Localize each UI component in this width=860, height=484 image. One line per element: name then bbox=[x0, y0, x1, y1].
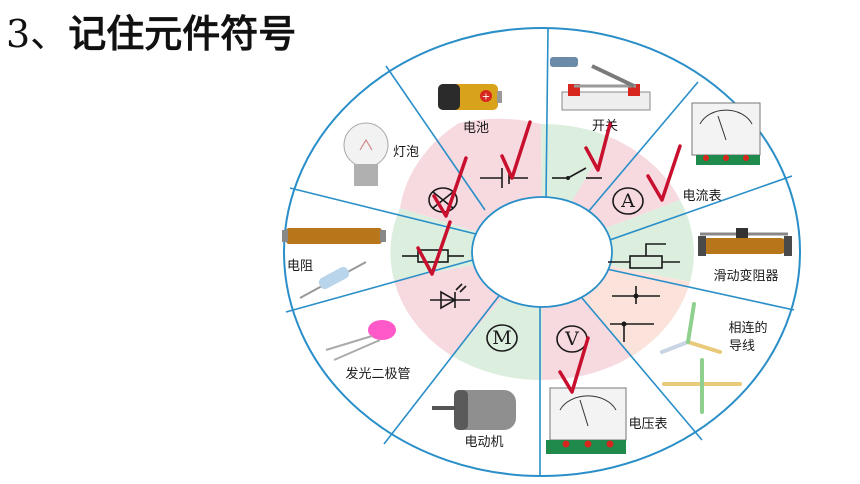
center-hole bbox=[471, 196, 613, 308]
resistor-symbol bbox=[402, 249, 464, 263]
motor-symbol-letter: M bbox=[492, 327, 511, 349]
label-led: 发光二极管 bbox=[345, 366, 410, 382]
check-mark-lamp bbox=[432, 156, 468, 218]
label-voltmeter: 电压表 bbox=[628, 417, 667, 432]
ammeter-image bbox=[691, 102, 761, 165]
label-motor: 电动机 bbox=[464, 435, 503, 450]
label-rheostat: 滑动变阻器 bbox=[713, 268, 778, 284]
page-title: 3、记住元件符号 bbox=[6, 4, 296, 64]
title-number: 3、 bbox=[6, 12, 69, 56]
label-lamp: 灯泡 bbox=[393, 145, 419, 160]
led-symbol bbox=[430, 283, 470, 310]
check-mark-battery bbox=[500, 120, 532, 180]
motor-image bbox=[432, 390, 516, 430]
label-wires-line2: 导线 bbox=[729, 339, 755, 354]
motor-symbol: M bbox=[486, 324, 518, 352]
rheostat-image bbox=[698, 228, 792, 256]
ammeter-symbol-letter: A bbox=[620, 190, 635, 212]
voltmeter-symbol-letter: V bbox=[564, 328, 579, 350]
led-image bbox=[325, 320, 396, 361]
battery-image: + bbox=[438, 84, 502, 110]
svg-text:+: + bbox=[482, 92, 490, 103]
label-wires-line1: 相连的 bbox=[728, 320, 767, 336]
ammeter-symbol: A bbox=[612, 187, 644, 215]
check-mark-switch bbox=[584, 122, 612, 172]
voltmeter-image bbox=[546, 387, 627, 454]
wires-image bbox=[660, 302, 742, 414]
label-ammeter: 电流表 bbox=[682, 189, 721, 204]
check-marks bbox=[416, 120, 682, 394]
label-switch: 开关 bbox=[592, 119, 618, 134]
label-resistor: 电阻 bbox=[287, 259, 313, 274]
spokes bbox=[285, 28, 795, 476]
switch-symbol bbox=[552, 167, 602, 180]
lamp-image bbox=[343, 122, 389, 186]
resistor-image bbox=[282, 228, 386, 299]
knife-switch-image bbox=[550, 57, 651, 111]
check-mark-voltmeter bbox=[558, 336, 590, 394]
check-mark-resistor bbox=[416, 220, 452, 276]
label-battery: 电池 bbox=[463, 121, 489, 136]
title-text: 记住元件符号 bbox=[68, 12, 297, 56]
rheostat-symbol bbox=[608, 243, 680, 269]
check-mark-ammeter bbox=[646, 144, 682, 202]
sector-rheostat bbox=[542, 200, 694, 282]
wires-symbol bbox=[610, 286, 660, 342]
